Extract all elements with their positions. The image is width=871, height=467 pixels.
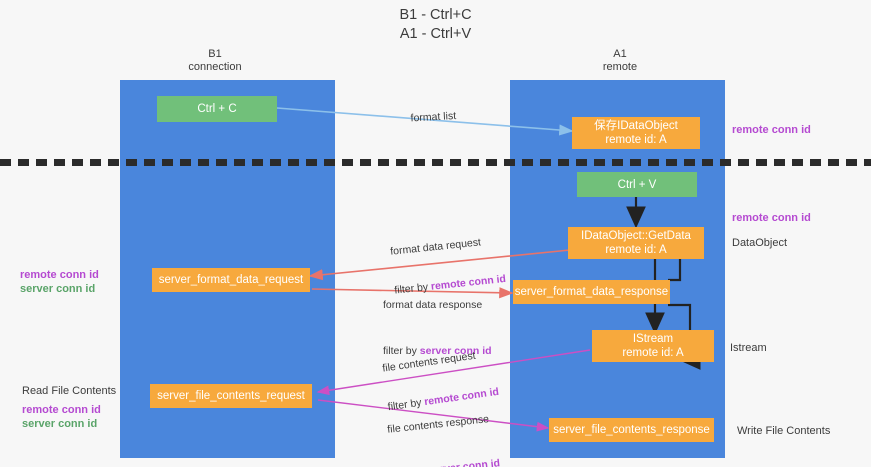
node-server-format-data-request-label: server_format_data_request	[158, 274, 304, 286]
node-ctrl-v[interactable]: Ctrl + V	[577, 172, 697, 197]
node-server-file-contents-request[interactable]: server_file_contents_request	[150, 384, 312, 408]
node-getdata-label: IDataObject::GetData	[581, 230, 691, 242]
node-ctrl-v-label: Ctrl + V	[617, 178, 657, 191]
node-idataobject[interactable]: 保存IDataObject remote id: A	[572, 117, 700, 149]
node-ctrl-c[interactable]: Ctrl + C	[157, 96, 277, 122]
edge-label-file-contents-response: file contents response filter by server …	[384, 387, 503, 467]
annotation-left-server-conn-id-mid: server conn id	[20, 283, 96, 295]
annotation-left-server-conn-id-bot: server conn id	[22, 418, 98, 430]
edge-label-file-contents-response-line1: file contents response	[386, 413, 490, 436]
edge-label-format-data-response-line1: format data response	[383, 299, 483, 311]
node-istream-label: IStream	[632, 333, 674, 345]
column-header-b1: B1 connection	[150, 48, 280, 74]
annotation-read-file-contents: Read File Contents	[22, 385, 117, 397]
edge-label-format-list-text: format list	[410, 109, 457, 125]
edge-label-file-contents-response-line2: filter by server conn id	[391, 457, 500, 467]
node-idataobject-label: 保存IDataObject	[594, 120, 678, 132]
edge-label-format-data-response: format data response filter by server co…	[383, 273, 492, 384]
column-header-a1-sub: remote	[602, 61, 638, 73]
filter-by-text-2: filter by	[383, 345, 420, 357]
phase-divider	[0, 159, 871, 166]
edge-label-format-list: format list	[398, 97, 457, 139]
edge-label-format-data-response-line2: filter by server conn id	[383, 345, 492, 358]
node-server-file-contents-response-label: server_file_contents_response	[553, 424, 710, 436]
title-line-2: A1 - Ctrl+V	[399, 26, 472, 42]
key-server-conn-id-1: server conn id	[419, 345, 492, 357]
title-line-1: B1 - Ctrl+C	[399, 7, 472, 23]
node-getdata-remote-id: remote id: A	[605, 244, 667, 256]
edge-label-format-data-request-line1: format data request	[389, 236, 482, 258]
column-header-a1: A1 remote	[555, 48, 685, 74]
edge-label-file-contents-request-line1: file contents request	[381, 349, 477, 375]
column-header-b1-name: B1	[208, 48, 222, 60]
node-server-format-data-response-label: server_format_data_response	[514, 286, 669, 298]
node-istream[interactable]: IStream remote id: A	[592, 330, 714, 362]
node-idataobject-remote-id: remote id: A	[605, 134, 667, 146]
annotation-remote-conn-id-top: remote conn id	[732, 124, 811, 136]
annotation-write-file-contents: Write File Contents	[737, 425, 831, 437]
node-istream-remote-id: remote id: A	[622, 347, 684, 359]
page-title: B1 - Ctrl+C A1 - Ctrl+V	[0, 6, 871, 44]
node-server-file-contents-request-label: server_file_contents_request	[157, 390, 305, 402]
node-server-file-contents-response[interactable]: server_file_contents_response	[549, 418, 714, 442]
key-server-conn-id-2: server conn id	[427, 457, 501, 467]
node-server-format-data-request[interactable]: server_format_data_request	[152, 268, 310, 292]
annotation-left-remote-conn-id-mid: remote conn id	[20, 269, 99, 281]
annotation-remote-conn-id-mid: remote conn id	[732, 212, 811, 224]
column-header-b1-sub: connection	[188, 61, 242, 73]
annotation-dataobject: DataObject	[732, 237, 788, 249]
annotation-left-remote-conn-id-bot: remote conn id	[22, 404, 101, 416]
annotation-istream: Istream	[730, 342, 767, 354]
column-header-a1-name: A1	[613, 48, 627, 60]
node-ctrl-c-label: Ctrl + C	[197, 103, 237, 115]
node-getdata[interactable]: IDataObject::GetData remote id: A	[568, 227, 704, 259]
node-server-format-data-response[interactable]: server_format_data_response	[513, 280, 670, 304]
